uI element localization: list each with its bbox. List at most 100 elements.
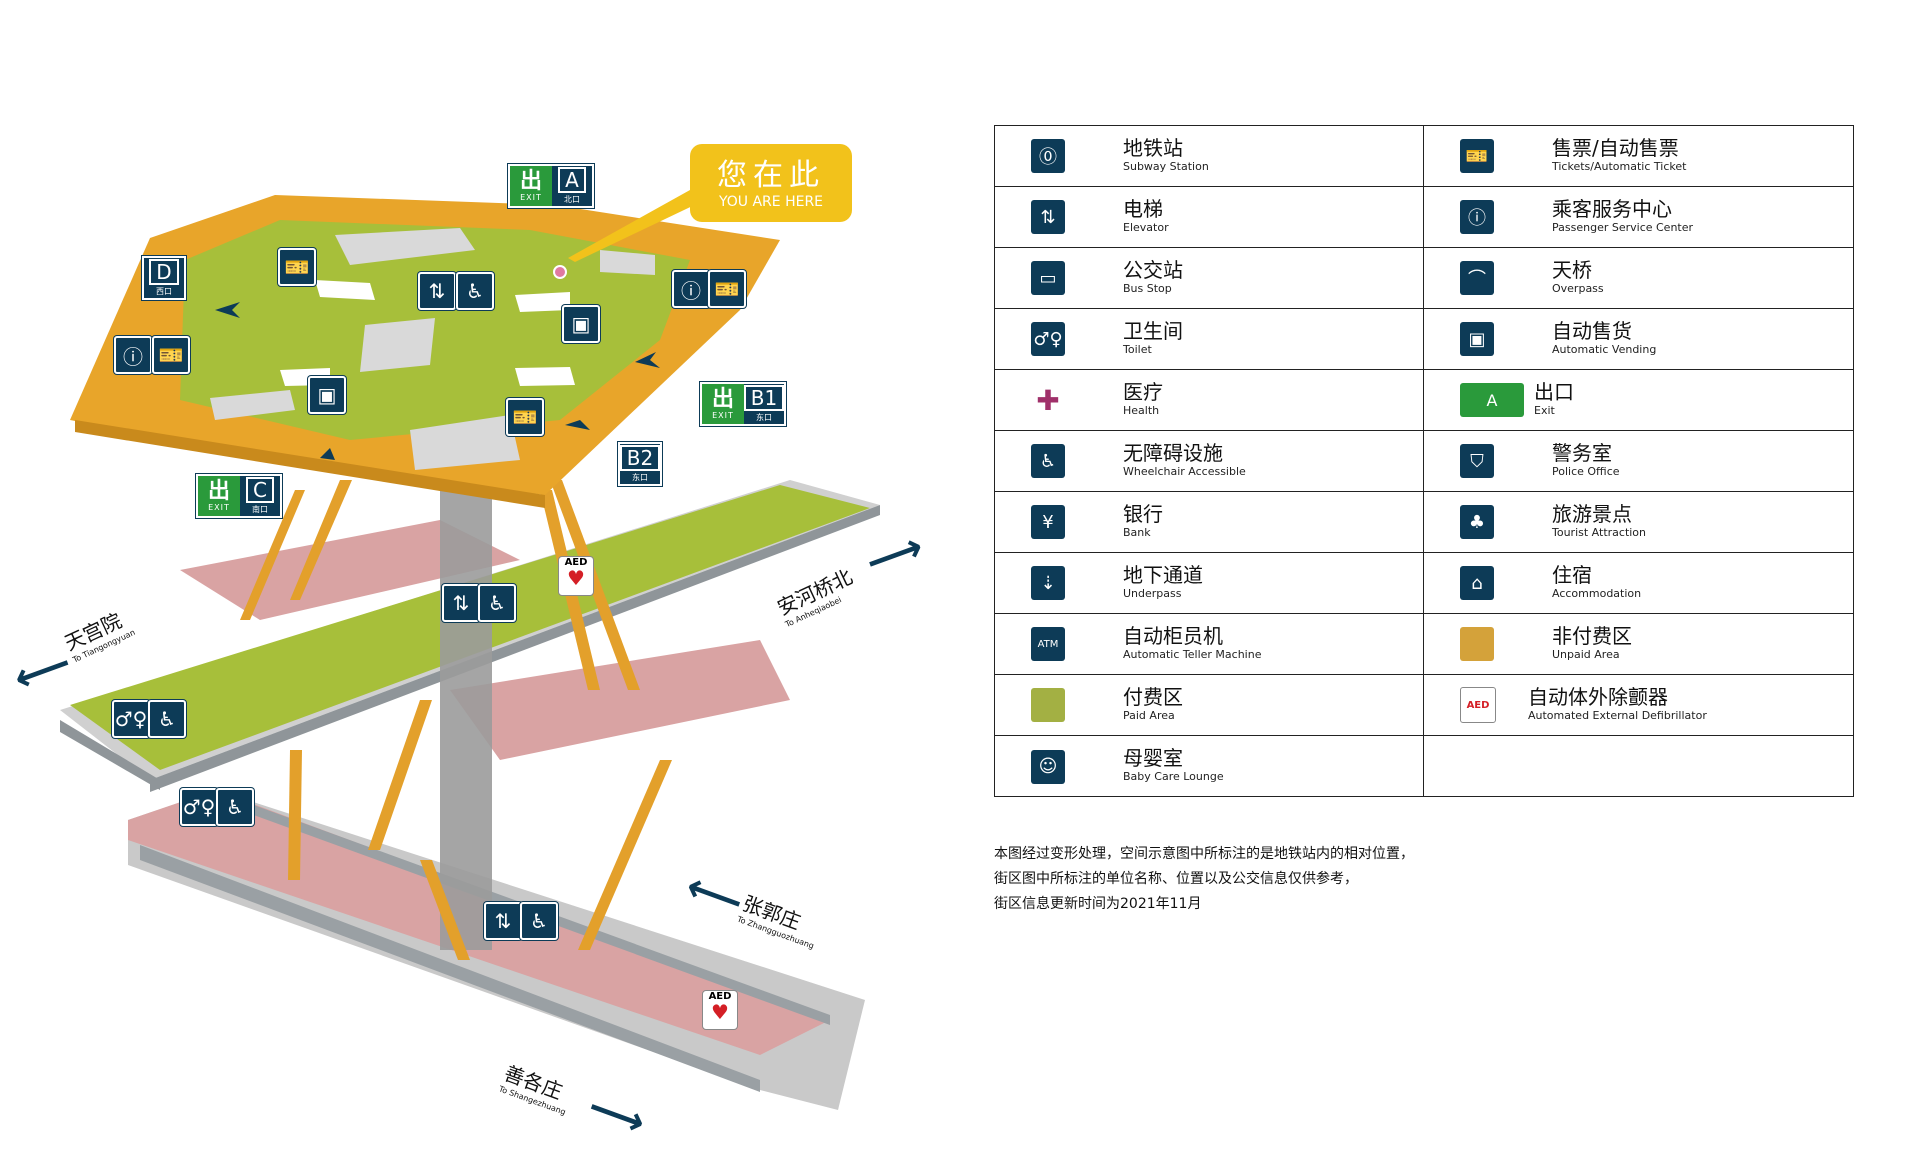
elevator-icon: ⇅ <box>1031 200 1065 234</box>
aed-icon: AED <box>1460 687 1496 723</box>
toilet-icon: ♂♀ <box>112 700 150 738</box>
service-center-icon: ⓘ <box>1460 200 1494 234</box>
legend-label-en: Automatic Vending <box>1552 343 1657 356</box>
legend-label-cn: 地下通道 <box>1123 563 1203 587</box>
legend-label-en: Subway Station <box>1123 160 1209 173</box>
disclaimer-note: 本图经过变形处理，空间示意图中所标注的是地铁站内的相对位置， 街区图中所标注的单… <box>994 842 1694 917</box>
legend-label-cn: 电梯 <box>1123 197 1163 221</box>
legend-label-en: Tickets/Automatic Ticket <box>1552 160 1687 173</box>
legend-label-en: Elevator <box>1123 221 1169 234</box>
toilet-icon: ♂♀ <box>1031 322 1065 356</box>
legend-label-cn: 付费区 <box>1123 685 1183 709</box>
you-are-here-callout: 您在此 YOU ARE HERE <box>690 144 852 222</box>
wheelchair-icon: ♿ <box>1031 444 1065 478</box>
aed-label: AED <box>708 991 732 1002</box>
legend-label-cn: 自动柜员机 <box>1123 624 1223 648</box>
elevator-icon: ⇅ <box>442 584 480 622</box>
legend-label-en: Health <box>1123 404 1160 417</box>
paid-swatch <box>1031 688 1065 722</box>
legend-label-cn: 无障碍设施 <box>1123 441 1223 465</box>
bank-icon: ¥ <box>1031 505 1065 539</box>
note-line: 街区图中所标注的单位名称、位置以及公交信息仅供参考， <box>994 871 1358 887</box>
wheelchair-icon: ♿ <box>216 788 254 826</box>
underpass-icon: ⇣ <box>1031 566 1065 600</box>
police-icon: ⛉ <box>1460 444 1494 478</box>
legend-label-cn: 天桥 <box>1552 258 1592 282</box>
legend-label-en: Wheelchair Accessible <box>1123 465 1246 478</box>
exit-direction: 西口 <box>156 287 172 296</box>
legend-label-cn: 售票/自动售票 <box>1552 136 1679 160</box>
legend-label-cn: 非付费区 <box>1552 624 1632 648</box>
note-line: 本图经过变形处理，空间示意图中所标注的是地铁站内的相对位置， <box>994 846 1414 862</box>
ticket-icon: 🎫 <box>1460 139 1494 173</box>
bus-icon: ▭ <box>1031 261 1065 295</box>
legend-label-en: Unpaid Area <box>1552 648 1620 661</box>
legend-label-en: Police Office <box>1552 465 1620 478</box>
legend-label-en: Tourist Attraction <box>1552 526 1647 539</box>
elevator-icon: ⇅ <box>484 902 522 940</box>
legend-label-en: Passenger Service Center <box>1552 221 1694 234</box>
service-center-icon: ⓘ <box>672 270 710 308</box>
legend-label-en: Overpass <box>1552 282 1604 295</box>
exit-sign-b2: B2 东口 <box>618 442 662 486</box>
legend-label-en: Underpass <box>1123 587 1182 600</box>
health-icon: ✚ <box>1031 383 1065 417</box>
tourist-icon: ♣ <box>1460 505 1494 539</box>
vending-icon: ▣ <box>308 376 346 414</box>
legend-label-en: Automatic Teller Machine <box>1123 648 1262 661</box>
you-are-here-en: YOU ARE HERE <box>718 194 824 210</box>
legend-label-cn: 住宿 <box>1552 563 1592 587</box>
exit-letter: B2 <box>619 445 661 471</box>
subway-icon: ⓪ <box>1031 139 1065 173</box>
legend-label-cn: 出口 <box>1534 380 1574 404</box>
service-center-icon: ⓘ <box>114 336 152 374</box>
legend-label-cn: 自动售货 <box>1552 319 1632 343</box>
legend-label-en: Automated External Defibrillator <box>1528 709 1707 722</box>
vending-icon: ▣ <box>562 305 600 343</box>
exit-letter: B1 <box>743 385 785 411</box>
exit-direction: 东口 <box>632 473 648 482</box>
legend-label-cn: 银行 <box>1123 502 1163 526</box>
exit-char: 出 <box>207 478 230 504</box>
legend-label-en: Accommodation <box>1552 587 1642 600</box>
exit-letter: C <box>246 477 274 503</box>
legend-label-cn: 公交站 <box>1123 258 1183 282</box>
overpass-icon: ⌒ <box>1460 261 1494 295</box>
ticket-icon: 🎫 <box>506 398 544 436</box>
legend-label-en: Paid Area <box>1123 709 1175 722</box>
wheelchair-icon: ♿ <box>456 272 494 310</box>
legend-label-en: Baby Care Lounge <box>1123 770 1224 783</box>
legend-label-en: Toilet <box>1123 343 1152 356</box>
station-3d-diagram <box>60 190 880 1110</box>
